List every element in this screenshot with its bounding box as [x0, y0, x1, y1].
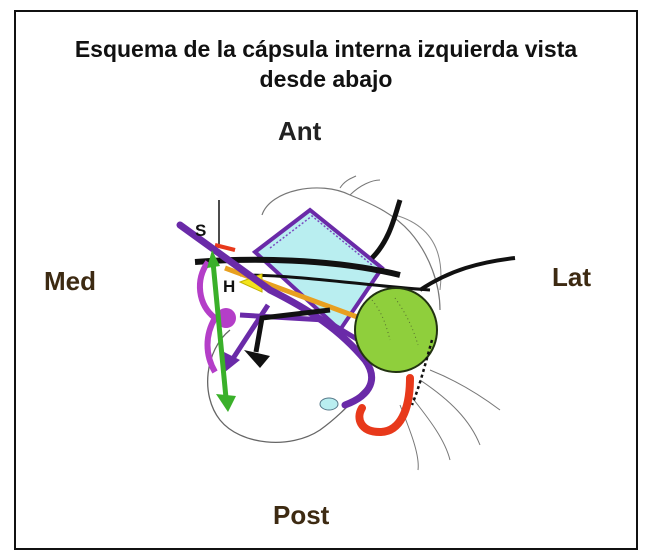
black-fiber-curved [372, 200, 400, 258]
marker-h: H [223, 277, 235, 296]
outline-radiations [400, 370, 500, 470]
internal-capsule-diagram: S H [0, 0, 647, 533]
marker-s: S [195, 221, 206, 240]
green-oval [355, 288, 437, 372]
outline-lower-contour [208, 330, 372, 442]
cyan-tip [320, 398, 338, 410]
black-arrowhead [244, 350, 270, 368]
outline-fibers-top [340, 176, 380, 195]
green-arrow-bottom [216, 394, 236, 412]
outline-right-arc [395, 215, 441, 290]
